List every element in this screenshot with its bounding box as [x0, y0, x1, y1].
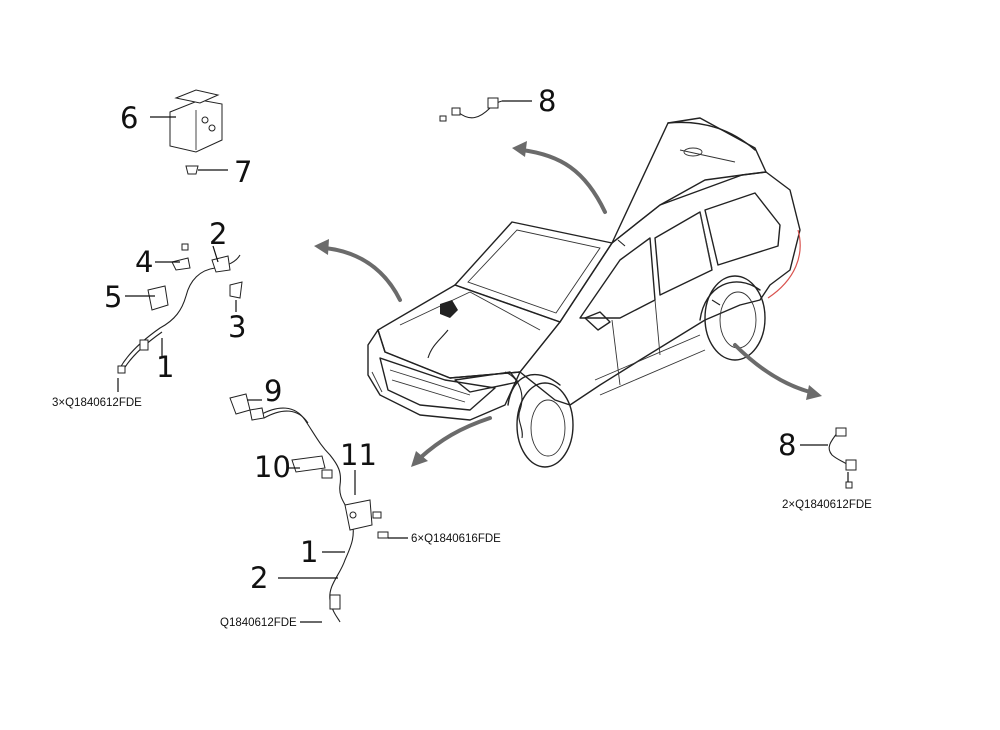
fastener-code-rear: 2×Q1840612FDE [782, 499, 872, 511]
callout-4: 4 [135, 245, 153, 279]
front-right-sensor-assembly [229, 393, 389, 623]
callout-9: 9 [264, 374, 282, 408]
callout-3: 3 [228, 310, 246, 344]
fastener-code-bracket: 6×Q1840616FDE [411, 533, 501, 545]
callout-11: 11 [340, 438, 377, 472]
callout-1-left: 1 [156, 350, 174, 384]
abs-module [169, 89, 223, 175]
vehicle-outline [367, 117, 801, 468]
callout-1-right: 1 [300, 535, 318, 569]
front-left-sensor-assembly [117, 243, 243, 374]
callout-10: 10 [254, 450, 291, 484]
callout-5: 5 [104, 280, 122, 314]
callout-2-left: 2 [209, 217, 227, 251]
callout-2-right: 2 [250, 561, 268, 595]
callout-8-upper: 8 [538, 84, 556, 118]
callout-7: 7 [234, 155, 252, 189]
fastener-code-sensor: Q1840612FDE [220, 617, 297, 629]
callout-6: 6 [120, 101, 138, 135]
wheel-speed-sensor-upper [439, 97, 503, 122]
fastener-code-front-left: 3×Q1840612FDE [52, 397, 142, 409]
callout-8-rear: 8 [778, 428, 796, 462]
wheel-speed-sensor-rear [828, 427, 857, 489]
callout-arrows [314, 141, 822, 467]
